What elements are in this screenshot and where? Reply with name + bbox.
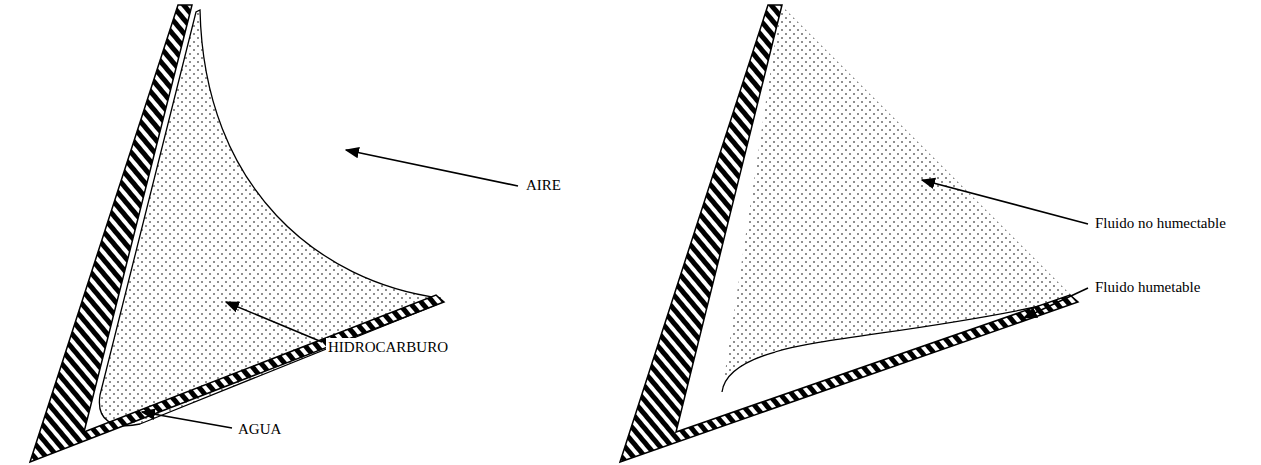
callout-label: AGUA xyxy=(236,420,283,438)
callout-label: Fluido humetable xyxy=(1093,278,1202,296)
leader-arrow xyxy=(922,180,1088,224)
callout-label: HIDROCARBURO xyxy=(326,338,450,356)
callout-label: AIRE xyxy=(524,176,563,194)
callout-label: Fluido no humectable xyxy=(1093,214,1228,232)
nonwetting-region xyxy=(722,8,1072,392)
leader-arrow xyxy=(142,412,232,428)
leader-arrow xyxy=(226,302,322,342)
rock-wall xyxy=(30,5,444,462)
interface-line xyxy=(722,306,1040,392)
leader-arrow xyxy=(346,150,518,186)
rock-wall xyxy=(620,5,1078,462)
leader-arrow xyxy=(1024,288,1088,318)
